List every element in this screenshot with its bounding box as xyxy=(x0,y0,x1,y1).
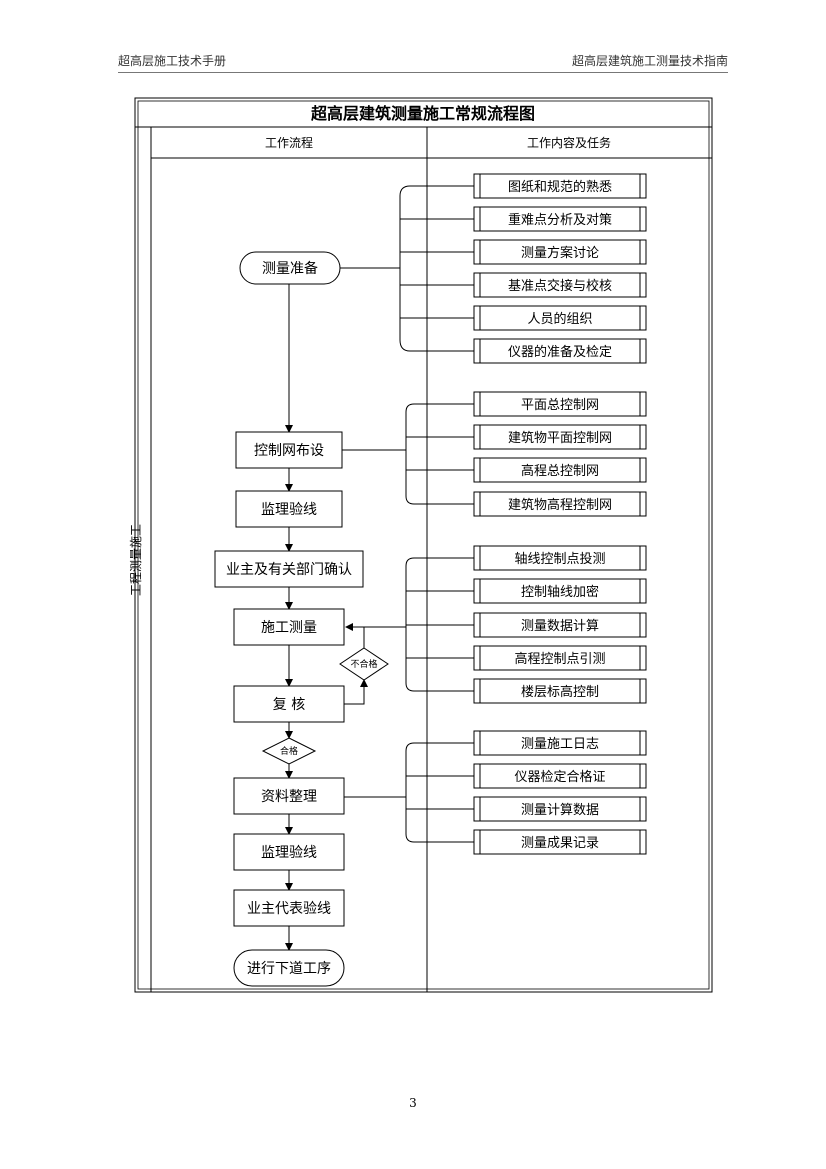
task-label: 仪器的准备及检定 xyxy=(508,344,612,360)
svg-text:控制网布设: 控制网布设 xyxy=(254,443,324,459)
svg-text:监理验线: 监理验线 xyxy=(261,502,317,518)
task-label: 楼层标高控制 xyxy=(521,684,599,700)
task-label: 人员的组织 xyxy=(527,311,592,327)
svg-text:业主及有关部门确认: 业主及有关部门确认 xyxy=(226,562,352,578)
svg-text:合格: 合格 xyxy=(280,745,298,757)
task-label: 重难点分析及对策 xyxy=(508,212,612,228)
flow-end: 进行下道工序 xyxy=(233,949,345,987)
task-box-construction-1: 轴线控制点投测 xyxy=(473,545,647,571)
svg-text:业主代表验线: 业主代表验线 xyxy=(247,901,331,917)
task-label: 轴线控制点投测 xyxy=(514,551,605,567)
task-box-prep-2: 重难点分析及对策 xyxy=(473,206,647,232)
task-box-prep-3: 测量方案讨论 xyxy=(473,239,647,265)
task-label: 图纸和规范的熟悉 xyxy=(508,179,612,195)
task-box-network-4: 建筑物高程控制网 xyxy=(473,491,647,517)
header-divider xyxy=(118,72,728,73)
svg-text:复 核: 复 核 xyxy=(273,696,305,713)
task-box-prep-5: 人员的组织 xyxy=(473,305,647,331)
svg-text:施工测量: 施工测量 xyxy=(261,620,317,636)
task-box-construction-3: 测量数据计算 xyxy=(473,612,647,638)
svg-text:测量准备: 测量准备 xyxy=(262,260,318,277)
task-box-data-1: 测量施工日志 xyxy=(473,730,647,756)
task-label: 测量方案讨论 xyxy=(521,245,599,261)
task-label: 测量施工日志 xyxy=(521,737,599,752)
task-label: 测量成果记录 xyxy=(521,836,599,851)
svg-text:监理验线: 监理验线 xyxy=(261,845,317,861)
task-box-network-1: 平面总控制网 xyxy=(473,391,647,417)
decision-pass: 合格 xyxy=(261,737,317,765)
task-label: 建筑物平面控制网 xyxy=(508,430,612,446)
task-label: 仪器检定合格证 xyxy=(514,769,605,785)
flow-connectors xyxy=(285,284,368,951)
task-label: 平面总控制网 xyxy=(521,398,599,413)
column-header-flow: 工作流程 xyxy=(265,135,313,150)
flow-owner-confirm: 业主及有关部门确认 xyxy=(214,550,364,588)
task-box-construction-4: 高程控制点引测 xyxy=(473,645,647,671)
task-box-data-4: 测量成果记录 xyxy=(473,829,647,855)
column-header-tasks: 工作内容及任务 xyxy=(527,135,611,150)
task-label: 基准点交接与校核 xyxy=(508,278,612,294)
flow-supervision-check-2: 监理验线 xyxy=(233,833,345,871)
side-label: 工程测量施工 xyxy=(128,524,143,596)
header-right: 超高层建筑施工测量技术指南 xyxy=(571,54,728,68)
task-box-construction-2: 控制轴线加密 xyxy=(473,578,647,604)
task-label: 高程控制点引测 xyxy=(514,651,605,667)
task-box-network-2: 建筑物平面控制网 xyxy=(473,424,647,450)
flow-start: 测量准备 xyxy=(239,251,341,285)
task-label: 控制轴线加密 xyxy=(521,584,599,600)
task-box-prep-1: 图纸和规范的熟悉 xyxy=(473,173,647,199)
task-label: 测量计算数据 xyxy=(521,803,599,818)
flow-data-arrangement: 资料整理 xyxy=(233,777,345,815)
header-left: 超高层施工技术手册 xyxy=(118,54,227,68)
svg-text:进行下道工序: 进行下道工序 xyxy=(247,961,331,977)
task-label: 高程总控制网 xyxy=(521,463,599,479)
task-brackets xyxy=(340,185,474,843)
flow-supervision-check-1: 监理验线 xyxy=(235,490,343,528)
task-box-prep-4: 基准点交接与校核 xyxy=(473,272,647,298)
flow-network-layout: 控制网布设 xyxy=(235,431,343,469)
flow-construction-survey: 施工测量 xyxy=(233,608,345,646)
flow-owner-rep-check: 业主代表验线 xyxy=(233,889,345,927)
flow-recheck: 复 核 xyxy=(233,685,345,723)
task-label: 建筑物高程控制网 xyxy=(508,497,612,513)
svg-text:不合格: 不合格 xyxy=(350,658,377,670)
svg-text:资料整理: 资料整理 xyxy=(261,789,317,805)
page-number: 3 xyxy=(409,1096,417,1110)
task-box-data-2: 仪器检定合格证 xyxy=(473,763,647,789)
task-box-data-3: 测量计算数据 xyxy=(473,796,647,822)
task-label: 测量数据计算 xyxy=(521,619,599,634)
task-box-construction-5: 楼层标高控制 xyxy=(473,678,647,704)
task-boxes: 图纸和规范的熟悉重难点分析及对策测量方案讨论基准点交接与校核人员的组织仪器的准备… xyxy=(473,173,647,855)
table-title: 超高层建筑测量施工常规流程图 xyxy=(310,104,535,123)
task-box-network-3: 高程总控制网 xyxy=(473,457,647,483)
task-box-prep-6: 仪器的准备及检定 xyxy=(473,338,647,364)
table-frame xyxy=(134,97,713,993)
decision-fail: 不合格 xyxy=(339,647,389,681)
